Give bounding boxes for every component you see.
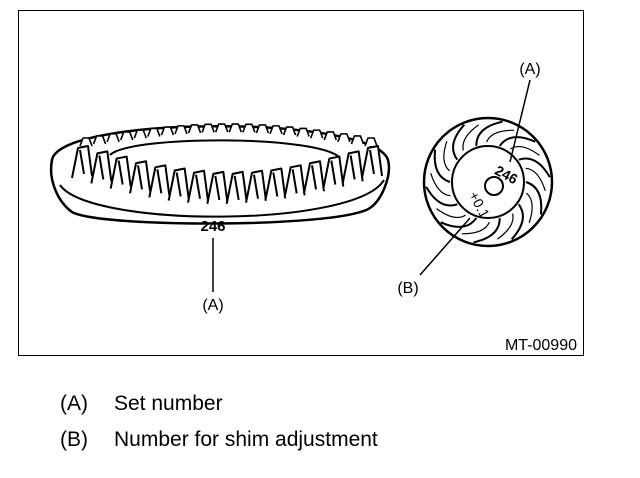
pinion-tooth: [473, 218, 501, 244]
pinion-tooth: [475, 120, 503, 146]
ring-callout-a-label: (A): [202, 297, 223, 314]
pinion-tooth: [510, 203, 524, 240]
ring-top-tooth: [323, 131, 338, 141]
drive-pinion: [422, 116, 554, 248]
pinion-tooth-edge: [525, 167, 546, 191]
ring-gear-set-number: 246: [200, 218, 225, 235]
pinion-tooth-edge: [430, 173, 451, 197]
pinion-tooth-edge: [443, 141, 451, 172]
ring-top-tooth: [364, 137, 378, 147]
pinion-callout-b-label: (B): [397, 280, 418, 297]
pinion-tooth-edge: [525, 192, 533, 223]
pinion-tooth: [525, 181, 543, 215]
ring-tooth-ridge: [98, 155, 105, 180]
ring-top-tooth: [106, 133, 120, 143]
ring-tooth-ridge: [272, 172, 279, 197]
ring-top-tooth: [92, 135, 107, 145]
pinion-callout-a-label: (A): [519, 61, 540, 78]
ring-top-tooth: [350, 135, 365, 145]
ring-gear-top-teeth: [79, 123, 378, 147]
ring-top-tooth: [147, 127, 161, 137]
gear-illustration: 246 (A) 246 +0.1 (A) (B) MT-00990: [49, 61, 577, 354]
ring-top-tooth: [79, 137, 93, 147]
ring-tooth-ridge: [137, 165, 143, 190]
legend-text: Number for shim adjustment: [114, 428, 378, 451]
ring-tooth-ridge: [253, 174, 259, 199]
ring-gear: [49, 123, 391, 225]
pinion-tooth: [433, 149, 451, 183]
ring-tooth-ridge: [117, 160, 124, 185]
ring-top-tooth: [296, 127, 310, 137]
pinion-center-hole: [484, 176, 504, 196]
ring-gear-front-teeth: [71, 145, 383, 205]
pinion-tooth-edge: [436, 208, 466, 219]
ring-tooth-ridge: [369, 149, 375, 175]
legend: (A) Set number (B) Number for shim adjus…: [60, 386, 378, 458]
legend-key: (A): [60, 392, 88, 415]
ring-top-tooth: [214, 123, 229, 133]
legend-key: (B): [60, 428, 88, 451]
pinion-tooth-edge: [461, 221, 490, 235]
pinion-tooth: [518, 157, 551, 178]
ring-top-tooth: [160, 126, 175, 136]
ring-top-tooth: [255, 124, 270, 134]
legend-text: Set number: [114, 392, 223, 415]
ring-top-tooth: [119, 131, 134, 141]
ring-top-tooth: [174, 125, 188, 135]
ring-tooth-ridge: [195, 174, 201, 199]
pinion-tooth-edge: [462, 124, 479, 151]
ring-top-tooth: [133, 129, 148, 139]
ring-tooth-ridge: [311, 165, 317, 190]
ring-top-tooth: [201, 123, 215, 133]
ring-tooth-ridge: [233, 175, 240, 201]
ring-tooth-ridge: [291, 169, 298, 194]
ring-tooth-ridge: [175, 172, 182, 197]
pinion-face: [451, 145, 525, 219]
pinion-callout-b-leader: [419, 217, 471, 276]
pinion-tooth: [452, 124, 466, 161]
pinion-tooth-edge: [497, 213, 514, 240]
legend-item: (B) Number for shim adjustment: [60, 422, 378, 458]
ring-top-tooth: [228, 123, 243, 133]
ring-top-tooth: [309, 129, 324, 139]
ring-top-tooth: [337, 133, 351, 143]
legend-item: (A) Set number: [60, 386, 378, 422]
ring-tooth-ridge: [349, 155, 356, 180]
figure-frame: [18, 10, 584, 356]
figure-code: MT-00990: [505, 337, 577, 354]
ring-top-tooth: [187, 124, 202, 134]
pinion-callout-a-leader: [509, 79, 531, 163]
ring-tooth-ridge: [156, 169, 163, 194]
pinion-tooth: [498, 136, 536, 147]
pinion-tooth-edge: [486, 129, 515, 143]
ring-tooth-ridge: [214, 175, 221, 201]
pinion-tooth-edge: [510, 145, 540, 156]
ring-top-tooth: [269, 125, 283, 135]
ring-gear-body-edge: [59, 179, 385, 218]
ring-top-tooth: [242, 123, 256, 133]
ring-tooth-ridge: [79, 149, 85, 175]
ring-gear-inner-bore: [109, 139, 341, 159]
pinion-tooth: [425, 186, 458, 207]
ring-tooth-ridge: [330, 160, 337, 185]
ring-top-tooth: [282, 126, 297, 136]
